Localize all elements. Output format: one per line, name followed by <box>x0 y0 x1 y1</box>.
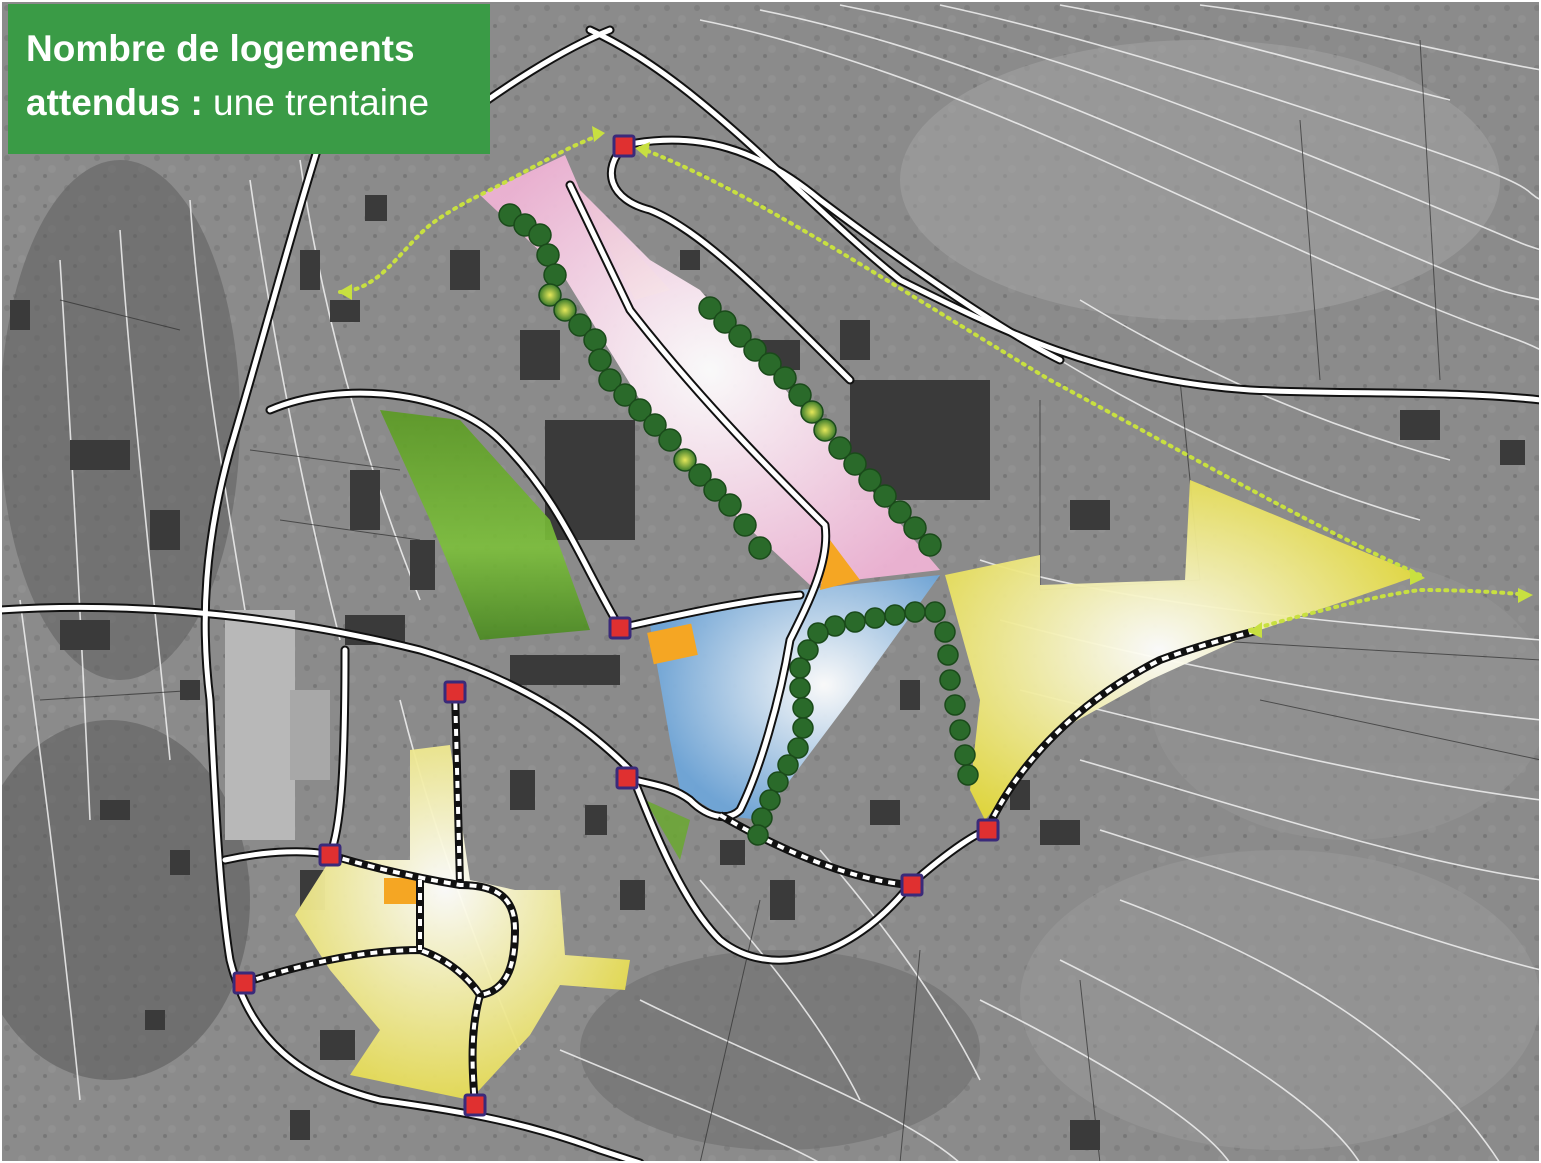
tree-row-east <box>698 296 942 557</box>
zone-yellow-left <box>295 745 630 1100</box>
housing-count-label: Nombre de logements attendus : une trent… <box>8 4 490 154</box>
tree-row-south <box>747 601 979 846</box>
tree-row-west <box>498 203 772 560</box>
title-line-2: attendus : une trentaine <box>26 76 472 130</box>
zone-pink <box>480 155 940 585</box>
zone-green-small <box>645 800 690 860</box>
zone-green-wedge <box>380 410 590 640</box>
orange-markers <box>384 540 860 904</box>
proposed-dashed-roads <box>242 626 1261 1106</box>
title-line-2-bold: attendus : <box>26 82 203 123</box>
title-line-1: Nombre de logements <box>26 28 415 69</box>
footpaths-dotted <box>338 133 1532 632</box>
footpath-arrows <box>338 126 1533 638</box>
title-line-2-regular: une trentaine <box>202 82 430 123</box>
intersection-nodes <box>232 134 1000 1117</box>
camping-area <box>225 610 330 840</box>
